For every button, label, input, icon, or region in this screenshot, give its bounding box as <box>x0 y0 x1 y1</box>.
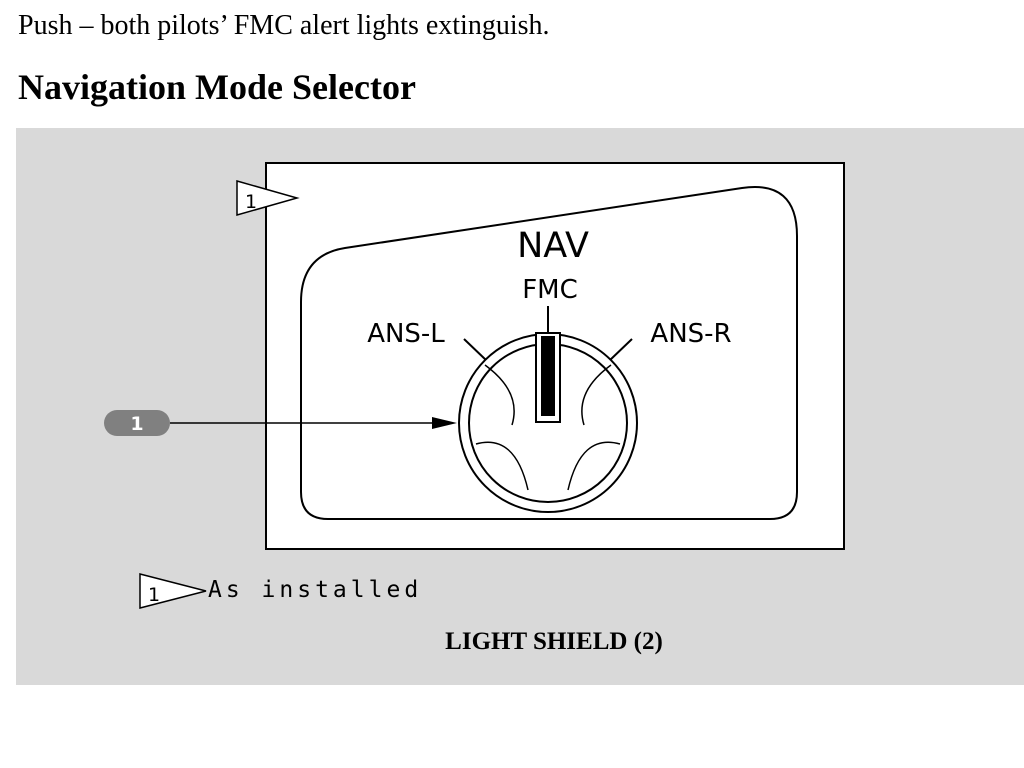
nav-label: NAV <box>517 226 589 266</box>
figure-caption: LIGHT SHIELD (2) <box>445 628 663 655</box>
intro-text: Push – both pilots’ FMC alert lights ext… <box>18 10 550 41</box>
note-flag-number: 1 <box>148 584 160 606</box>
panel-flag: 1 <box>236 180 300 216</box>
knob-pointer <box>541 336 555 416</box>
mode-selector-knob[interactable] <box>458 332 638 513</box>
note-text: As installed <box>208 577 423 603</box>
callout-number: 1 <box>130 413 143 435</box>
callout-arrowhead <box>432 417 457 429</box>
fmc-position-label: FMC <box>522 275 578 305</box>
note-flag: 1 <box>139 573 207 609</box>
ans-l-tick <box>463 338 488 362</box>
callout-1: 1 <box>104 410 457 436</box>
ans-l-position-label: ANS-L <box>367 319 445 349</box>
light-shield-outline <box>300 186 798 520</box>
ans-r-position-label: ANS-R <box>650 319 731 349</box>
panel-flag-number: 1 <box>245 191 257 213</box>
section-heading: Navigation Mode Selector <box>18 67 416 107</box>
ans-r-tick <box>608 338 633 362</box>
